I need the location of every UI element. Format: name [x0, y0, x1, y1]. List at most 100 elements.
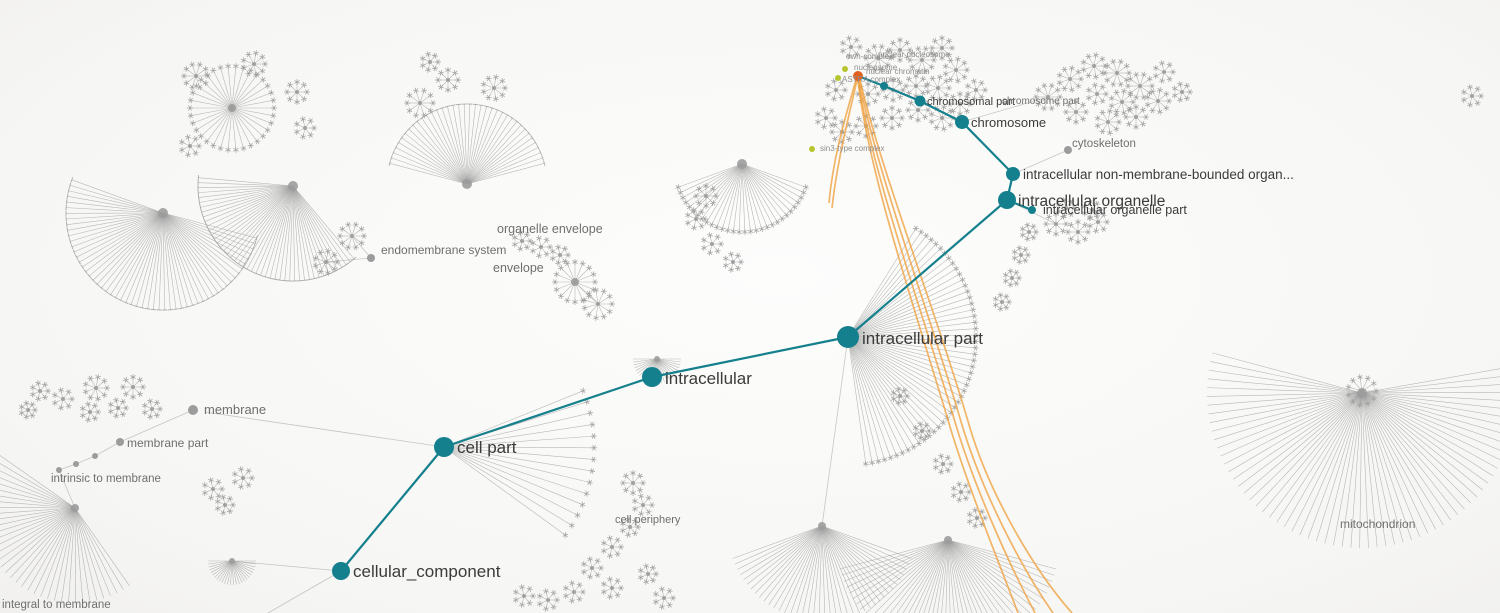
- node-junction[interactable]: [880, 82, 888, 90]
- cluster-node[interactable]: [446, 78, 450, 82]
- cluster-node[interactable]: [1054, 222, 1058, 226]
- node-label-cell_part[interactable]: cell part: [457, 438, 517, 457]
- cluster-node[interactable]: [194, 74, 198, 78]
- cluster-node[interactable]: [492, 86, 496, 90]
- graph-node[interactable]: [56, 467, 62, 473]
- cluster-node[interactable]: [252, 62, 256, 66]
- node-nucleosome_hub[interactable]: [853, 71, 863, 81]
- cluster-node[interactable]: [849, 45, 853, 49]
- cluster-node[interactable]: [1470, 94, 1474, 98]
- cluster-node[interactable]: [116, 406, 120, 410]
- cluster-node[interactable]: [641, 503, 645, 507]
- cluster-node[interactable]: [974, 88, 978, 92]
- cluster-node[interactable]: [1010, 276, 1014, 280]
- node-label-intracellular_part[interactable]: intracellular part: [862, 329, 983, 348]
- cluster-node[interactable]: [428, 60, 432, 64]
- node-intracellular_nmb_organelle[interactable]: [1006, 167, 1020, 181]
- node-label-intracellular_nmb_organelle[interactable]: intracellular non-membrane-bounded organ…: [1023, 167, 1294, 182]
- cluster-node[interactable]: [303, 126, 307, 130]
- cluster-node[interactable]: [628, 525, 632, 529]
- cluster-node[interactable]: [959, 490, 963, 494]
- node-label-organelle_part[interactable]: intracellular organelle part: [1043, 203, 1187, 217]
- cluster-node[interactable]: [834, 88, 838, 92]
- node-chromosome[interactable]: [955, 115, 969, 129]
- cluster-node[interactable]: [229, 558, 235, 564]
- cluster-node[interactable]: [1156, 99, 1160, 103]
- cluster-node[interactable]: [71, 504, 79, 512]
- cluster-node[interactable]: [1120, 100, 1124, 104]
- cluster-node[interactable]: [94, 386, 98, 390]
- node-label-chromosomal_part[interactable]: chromosomal part: [927, 96, 1015, 108]
- cluster-node[interactable]: [520, 239, 524, 243]
- cluster-node[interactable]: [295, 90, 299, 94]
- cluster-node[interactable]: [920, 58, 924, 62]
- cluster-node[interactable]: [539, 245, 543, 249]
- cluster-node[interactable]: [1019, 253, 1023, 257]
- cluster-node[interactable]: [654, 356, 660, 362]
- cluster-node[interactable]: [898, 48, 902, 52]
- highlight-node-green[interactable]: [809, 146, 815, 152]
- cluster-node[interactable]: [1360, 389, 1364, 393]
- highlight-node-green[interactable]: [842, 66, 848, 72]
- cluster-node[interactable]: [1180, 90, 1184, 94]
- cluster-node[interactable]: [211, 487, 215, 491]
- cluster-node[interactable]: [944, 536, 952, 544]
- cluster-node[interactable]: [158, 208, 168, 218]
- node-intracellular_part[interactable]: [837, 326, 859, 348]
- cluster-node[interactable]: [462, 179, 472, 189]
- cluster-node[interactable]: [940, 116, 944, 120]
- cluster-node[interactable]: [418, 101, 422, 105]
- cluster-node[interactable]: [824, 116, 828, 120]
- cluster-node[interactable]: [818, 522, 826, 530]
- cluster-node[interactable]: [710, 242, 714, 246]
- node-label-intracellular[interactable]: intracellular: [665, 369, 752, 388]
- graph-node[interactable]: [92, 453, 98, 459]
- cluster-node[interactable]: [631, 481, 635, 485]
- cluster-node[interactable]: [572, 590, 576, 594]
- cluster-node[interactable]: [1138, 84, 1142, 88]
- cluster-node[interactable]: [1027, 230, 1031, 234]
- cluster-node[interactable]: [350, 234, 354, 238]
- cluster-node[interactable]: [890, 116, 894, 120]
- cluster-node[interactable]: [1162, 70, 1166, 74]
- cluster-node[interactable]: [590, 566, 594, 570]
- cluster-node[interactable]: [558, 253, 562, 257]
- cluster-node[interactable]: [1000, 300, 1004, 304]
- node-label-intracellular_organelle[interactable]: intracellular organelle: [1018, 193, 1165, 210]
- cluster-node[interactable]: [38, 389, 42, 393]
- cluster-node[interactable]: [88, 410, 92, 414]
- cluster-node[interactable]: [61, 397, 65, 401]
- cluster-node[interactable]: [288, 181, 298, 191]
- cluster-node[interactable]: [610, 545, 614, 549]
- graph-node[interactable]: [1064, 146, 1072, 154]
- cluster-node[interactable]: [228, 104, 236, 112]
- node-cellular_component[interactable]: [332, 562, 350, 580]
- cluster-node[interactable]: [920, 429, 924, 433]
- graph-node[interactable]: [188, 405, 198, 415]
- cluster-node[interactable]: [916, 108, 920, 112]
- graph-node[interactable]: [116, 438, 124, 446]
- cluster-node[interactable]: [958, 102, 962, 106]
- cluster-node[interactable]: [646, 572, 650, 576]
- node-intracellular[interactable]: [642, 367, 662, 387]
- node-cell_part[interactable]: [434, 437, 454, 457]
- cluster-node[interactable]: [1090, 208, 1094, 212]
- node-label-chromosome[interactable]: chromosome: [971, 115, 1046, 130]
- cluster-node[interactable]: [694, 217, 698, 221]
- cluster-node[interactable]: [571, 278, 579, 286]
- cluster-node[interactable]: [188, 144, 192, 148]
- cluster-node[interactable]: [1134, 115, 1138, 119]
- cluster-node[interactable]: [1095, 92, 1099, 96]
- node-organelle_part[interactable]: [1028, 206, 1036, 214]
- cluster-node[interactable]: [898, 394, 902, 398]
- cluster-node[interactable]: [941, 462, 945, 466]
- cluster-node[interactable]: [914, 84, 918, 88]
- cluster-node[interactable]: [975, 516, 979, 520]
- highlight-node-green[interactable]: [835, 75, 841, 81]
- cluster-node[interactable]: [940, 46, 944, 50]
- node-intracellular_organelle[interactable]: [998, 191, 1016, 209]
- cluster-node[interactable]: [737, 159, 747, 169]
- cluster-node[interactable]: [1074, 110, 1078, 114]
- cluster-node[interactable]: [1068, 77, 1072, 81]
